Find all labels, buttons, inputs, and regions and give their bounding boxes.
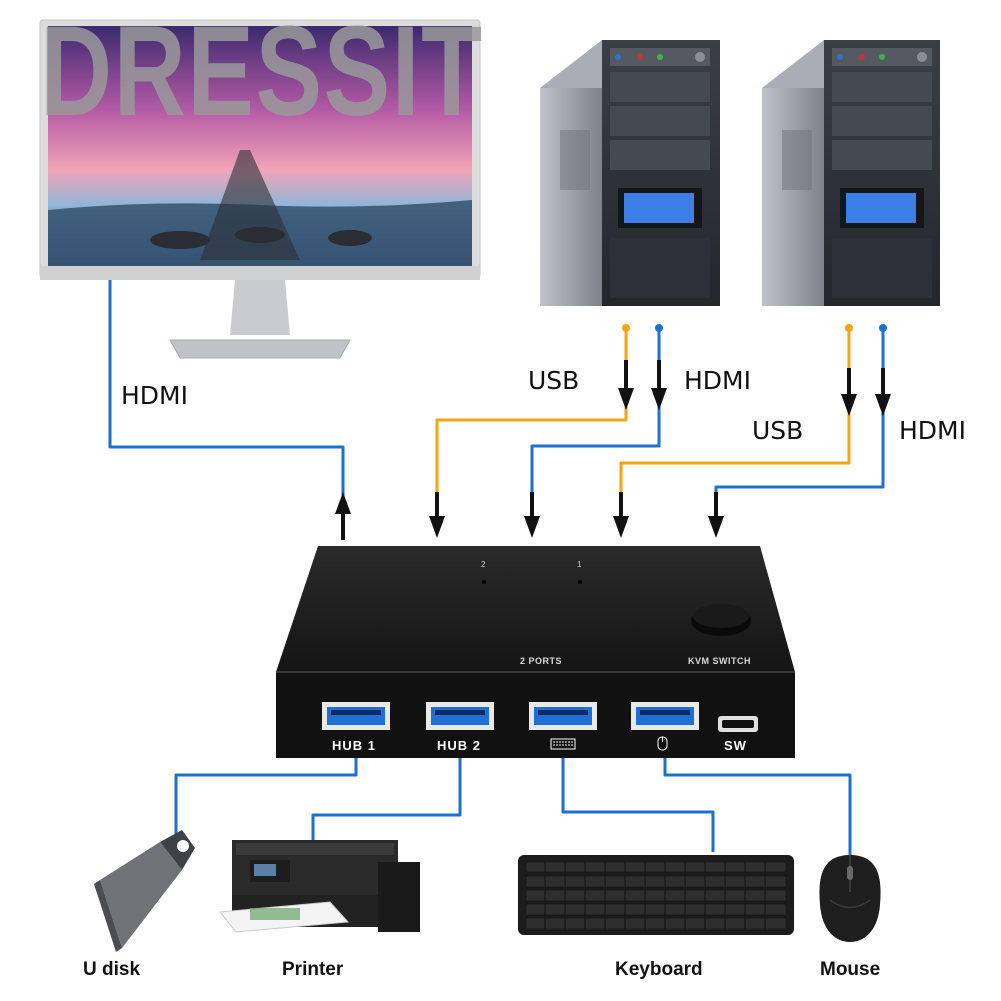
device-label-udisk: U disk	[83, 959, 141, 980]
switch-ports-label: 2 PORTS	[520, 656, 563, 666]
label-pc2-usb: USB	[752, 416, 804, 445]
usb-flash-drive	[94, 830, 195, 952]
usb-port-keyboard	[529, 702, 597, 730]
device-label-keyboard: Keyboard	[615, 959, 703, 980]
monitor	[39, 19, 481, 359]
cable-pc1-hdmi	[530, 328, 661, 500]
cable-mouse	[663, 757, 852, 855]
keyboard-icon	[550, 738, 576, 750]
hdmi-port-sw	[718, 716, 758, 732]
cable-keyboard	[561, 757, 715, 852]
printer	[219, 840, 420, 933]
cable-pc2-usb	[619, 328, 851, 500]
label-pc2-hdmi: HDMI	[899, 416, 966, 445]
usb-port-hub2	[426, 702, 494, 730]
pc-tower-1	[540, 40, 720, 306]
mouse-icon	[657, 736, 668, 751]
watermark-logo: DRESSIT	[40, 0, 484, 143]
port-label-hub2: HUB 2	[437, 738, 482, 753]
device-label-printer: Printer	[282, 959, 344, 980]
usb-port-mouse	[631, 702, 699, 730]
mouse	[819, 855, 881, 942]
label-monitor-hdmi: HDMI	[121, 381, 188, 410]
keyboard-keys	[525, 861, 787, 930]
port-label-hub1: HUB 1	[332, 738, 377, 753]
cable-hub2	[311, 757, 462, 850]
switch-name-label: KVM SWITCH	[688, 656, 751, 666]
port-label-sw: SW	[724, 738, 747, 753]
arrows	[335, 360, 891, 540]
cable-hub1	[174, 757, 358, 835]
cable-pc2-hdmi	[714, 328, 885, 500]
label-pc1-hdmi: HDMI	[684, 366, 751, 395]
indicator-2-label: 2	[481, 560, 486, 569]
usb-port-hub1	[322, 702, 390, 730]
keyboard	[518, 855, 794, 935]
device-label-mouse: Mouse	[820, 959, 881, 980]
indicator-1-label: 1	[577, 560, 582, 569]
kvm-switch	[276, 546, 795, 758]
cable-ends	[622, 324, 887, 332]
pc-tower-2	[762, 40, 940, 306]
label-pc1-usb: USB	[528, 366, 580, 395]
cable-monitor-hdmi	[108, 280, 345, 500]
